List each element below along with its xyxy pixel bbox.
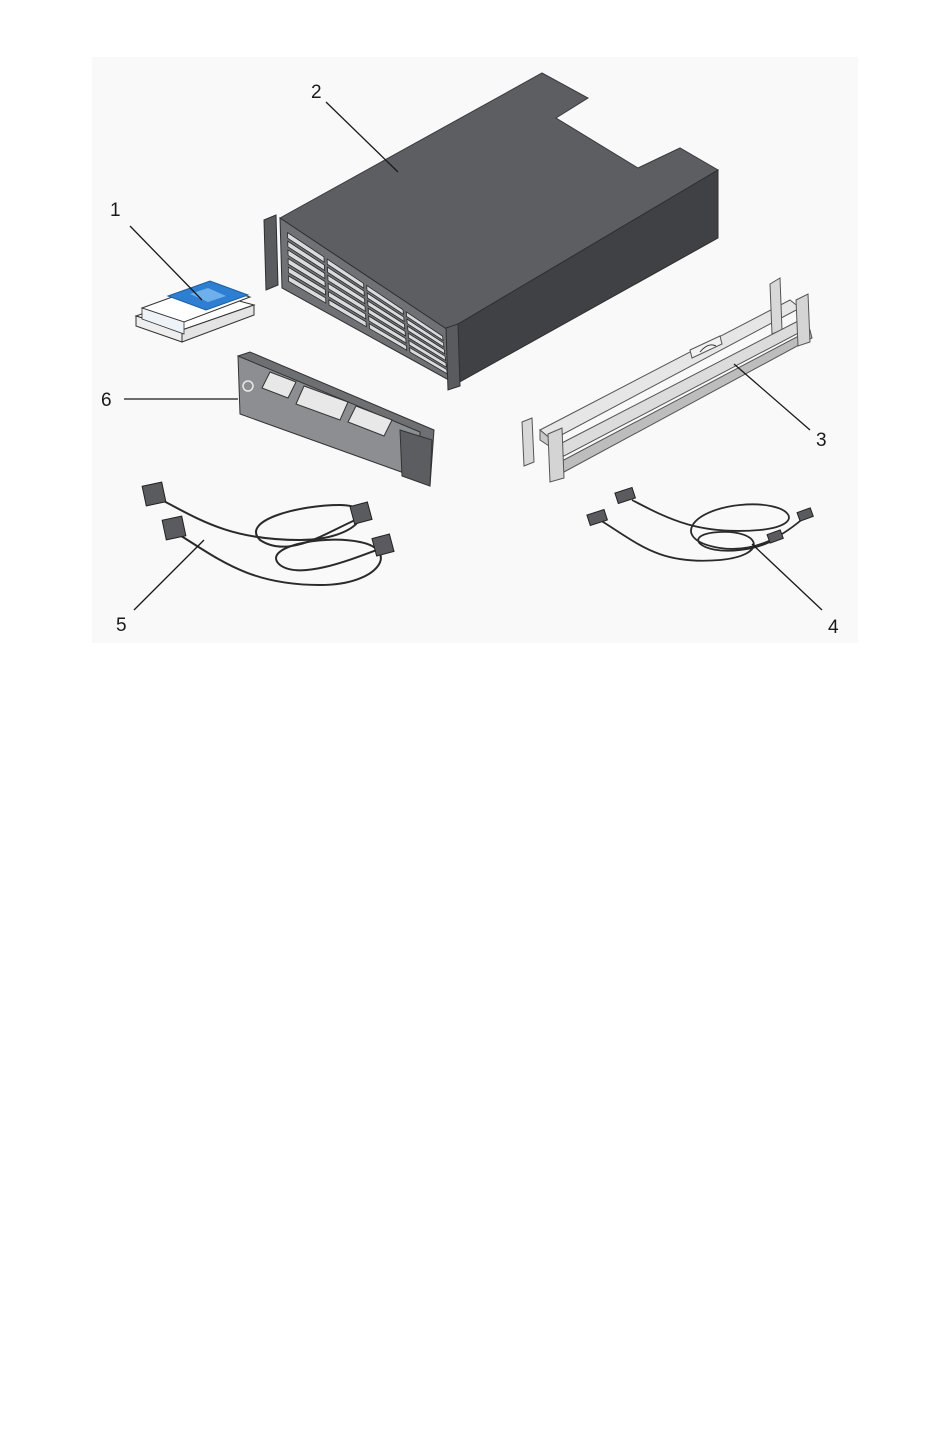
callout-5: 5 <box>116 615 127 636</box>
callout-4: 4 <box>828 617 839 638</box>
callout-2: 2 <box>311 82 322 103</box>
callout-3: 3 <box>816 430 827 451</box>
callout-1: 1 <box>110 200 121 221</box>
package-contents-figure: 1 2 3 4 5 6 <box>0 0 950 700</box>
callout-6: 6 <box>101 390 112 411</box>
